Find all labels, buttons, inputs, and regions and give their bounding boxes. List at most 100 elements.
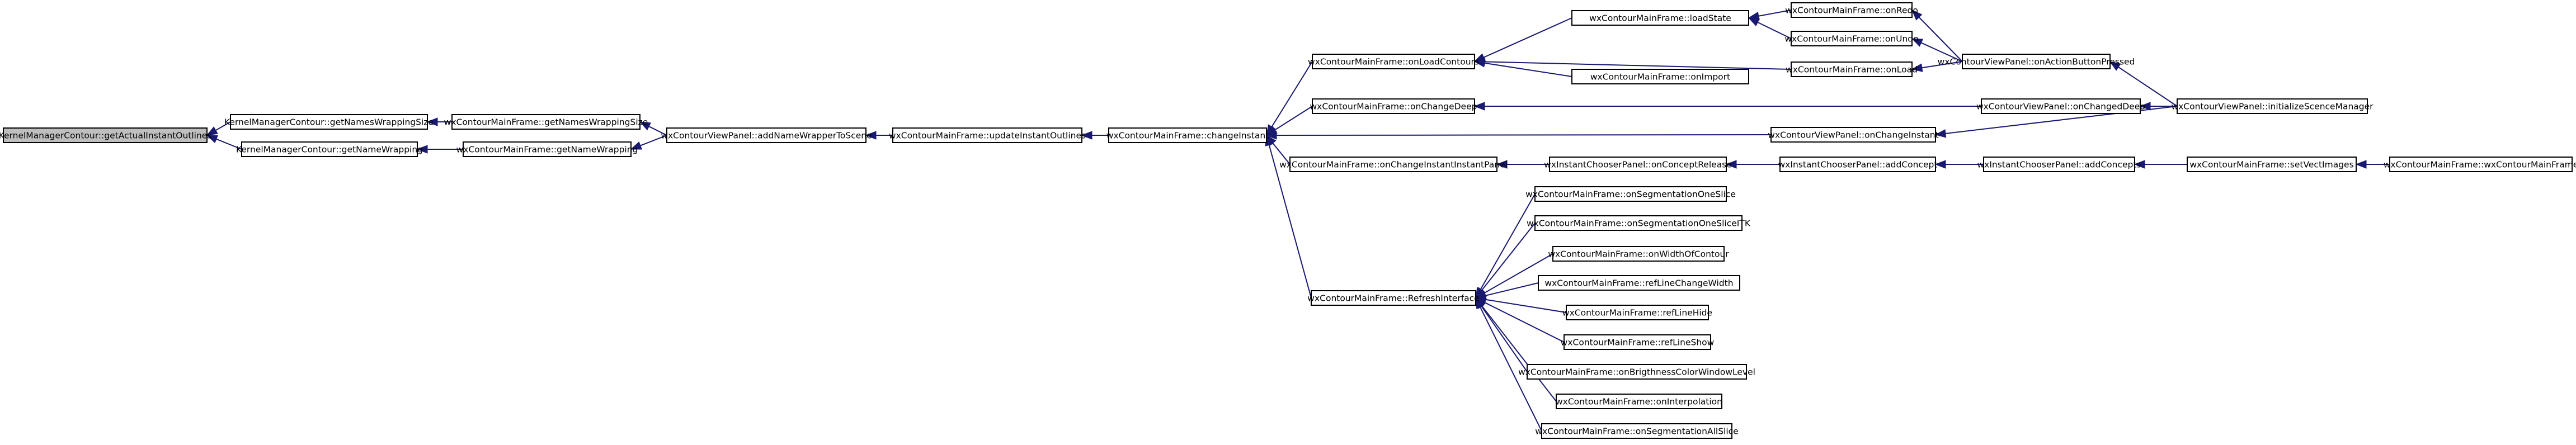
node-n1[interactable]: KernelManagerContour::getNamesWrappingSi… [224, 114, 434, 130]
node-label: wxContourMainFrame::onRedo [1785, 6, 1918, 16]
node-box[interactable] [3, 127, 208, 143]
edge-n31-to-n30 [2118, 67, 2178, 107]
node-n4[interactable]: wxContourMainFrame::getNameWrapping [456, 141, 638, 157]
node-n20[interactable]: wxContourMainFrame::refLineShow [1561, 334, 1715, 350]
node-box[interactable] [1791, 31, 1913, 46]
node-n19[interactable]: wxContourMainFrame::refLineHide [1562, 305, 1712, 320]
node-box[interactable] [2389, 157, 2573, 172]
node-n29[interactable]: wxInstantChooserPanel::addConcept [1778, 157, 1938, 172]
node-n32[interactable]: wxInstantChooserPanel::addConcepts [1977, 157, 2141, 172]
node-label: wxContourMainFrame::onChangeInstantInsta… [1279, 160, 1508, 170]
node-n0[interactable]: KernelManagerContour::getActualInstantOu… [0, 127, 211, 143]
edge-n5-to-n3 [648, 126, 667, 136]
node-box[interactable] [1312, 54, 1475, 69]
node-n2[interactable]: KernelManagerContour::getNameWrapping [236, 141, 423, 157]
node-n23[interactable]: wxContourMainFrame::onSegmentationAllSli… [1535, 423, 1739, 439]
node-box[interactable] [1566, 305, 1709, 320]
arrowhead-n27-to-n9 [1473, 102, 1485, 111]
edge-n18-to-n11 [1485, 282, 1539, 296]
node-n8[interactable]: wxContourMainFrame::onLoadContours [1308, 54, 1479, 69]
arrowhead-n4-to-n2 [416, 145, 428, 154]
node-n15[interactable]: wxContourMainFrame::onSegmentationOneSli… [1525, 186, 1736, 202]
node-n9[interactable]: wxContourMainFrame::onChangeDeep [1310, 98, 1477, 114]
node-box[interactable] [1312, 98, 1475, 114]
node-box[interactable] [2187, 157, 2357, 172]
arrowhead-n26-to-n8 [1473, 57, 1485, 67]
node-n7[interactable]: wxContourMainFrame::changeInstant [1106, 127, 1269, 143]
node-label: wxContourMainFrame::onSegmentationOneSli… [1527, 219, 1751, 229]
node-label: wxContourMainFrame::RefreshInterface [1307, 293, 1479, 304]
arrowhead-n5-to-n4 [630, 141, 643, 150]
node-n28[interactable]: wxContourViewPanel::onChangeInstant [1768, 127, 1939, 143]
node-n10[interactable]: wxContourMainFrame::onChangeInstantInsta… [1279, 157, 1508, 172]
node-n27[interactable]: wxContourViewPanel::onChangedDeep [1976, 98, 2145, 114]
node-box[interactable] [451, 114, 641, 130]
node-box[interactable] [1108, 127, 1267, 143]
node-n3[interactable]: wxContourMainFrame::getNamesWrappingSize [444, 114, 648, 130]
node-n5[interactable]: wxContourViewPanel::addNameWrapperToScen… [661, 127, 872, 143]
node-label: wxContourMainFrame::onWidthOfContour [1548, 249, 1729, 259]
node-n12[interactable]: wxContourMainFrame::loadState [1571, 10, 1749, 26]
node-box[interactable] [1571, 69, 1749, 84]
node-box[interactable] [241, 141, 418, 157]
node-box[interactable] [463, 141, 632, 157]
node-box[interactable] [1311, 290, 1476, 306]
arrowhead-n31-to-n30 [2109, 61, 2121, 71]
arrowhead-n33-to-n32 [2134, 160, 2145, 169]
node-n16[interactable]: wxContourMainFrame::onSegmentationOneSli… [1527, 215, 1751, 231]
node-label: wxContourMainFrame::getNameWrapping [456, 145, 638, 155]
node-label: wxContourViewPanel::initializeScenceMana… [2171, 102, 2374, 112]
node-box[interactable] [1289, 157, 1497, 172]
node-box[interactable] [1770, 127, 1936, 143]
node-n6[interactable]: wxContourMainFrame::updateInstantOutline… [889, 127, 1086, 143]
node-box[interactable] [1791, 61, 1913, 77]
node-box[interactable] [1541, 423, 1732, 439]
node-box[interactable] [1791, 2, 1913, 18]
node-box[interactable] [1534, 215, 1743, 231]
edge-n13-to-n8 [1484, 62, 1572, 77]
edge-n8-to-n7 [1271, 61, 1313, 127]
node-box[interactable] [1962, 54, 2111, 69]
node-label: wxContourMainFrame::getNamesWrappingSize [444, 117, 648, 127]
node-box[interactable] [1779, 157, 1936, 172]
arrowhead-n29-to-n14 [1725, 160, 1737, 169]
node-box[interactable] [1983, 157, 2135, 172]
node-n24[interactable]: wxContourMainFrame::onRedo [1785, 2, 1918, 18]
node-n14[interactable]: wxInstantChooserPanel::onConceptRelease [1544, 157, 1732, 172]
node-n34[interactable]: wxContourMainFrame::wxContourMainFrame [2384, 157, 2576, 172]
node-n17[interactable]: wxContourMainFrame::onWidthOfContour [1548, 246, 1729, 262]
arrowhead-n30-to-n24 [1911, 10, 1923, 21]
node-label: wxContourViewPanel::addNameWrapperToScen… [661, 131, 872, 141]
node-n26[interactable]: wxContourMainFrame::onLoad [1786, 61, 1918, 77]
node-n31[interactable]: wxContourViewPanel::initializeScenceMana… [2171, 98, 2374, 114]
node-box[interactable] [2177, 98, 2368, 114]
node-box[interactable] [1571, 10, 1749, 26]
node-label: wxContourMainFrame::refLineShow [1561, 338, 1715, 348]
node-box[interactable] [1981, 98, 2141, 114]
node-n25[interactable]: wxContourMainFrame::onUndo [1784, 31, 1919, 46]
node-box[interactable] [1552, 246, 1725, 262]
node-box[interactable] [1534, 186, 1727, 202]
node-n18[interactable]: wxContourMainFrame::refLineChangeWidth [1538, 275, 1740, 291]
node-n33[interactable]: wxContourMainFrame::setVectImages [2187, 157, 2357, 172]
edge-layer [206, 10, 2390, 432]
edge-n1-to-n0 [215, 121, 231, 131]
node-label: wxContourMainFrame::updateInstantOutline… [889, 131, 1086, 141]
node-box[interactable] [1564, 334, 1711, 350]
node-box[interactable] [892, 127, 1082, 143]
node-n30[interactable]: wxContourViewPanel::onActionButtonPresse… [1938, 54, 2135, 69]
node-box[interactable] [230, 114, 428, 130]
node-box[interactable] [1538, 275, 1740, 291]
node-box[interactable] [666, 127, 866, 143]
node-n22[interactable]: wxContourMainFrame::onInterpolation [1556, 394, 1722, 409]
node-box[interactable] [1549, 157, 1727, 172]
node-n11[interactable]: wxContourMainFrame::RefreshInterface [1307, 290, 1480, 306]
node-label: wxContourMainFrame::onLoadContours [1308, 57, 1479, 67]
node-n13[interactable]: wxContourMainFrame::onImport [1571, 69, 1749, 84]
node-box[interactable] [1556, 394, 1722, 409]
node-box[interactable] [1527, 364, 1747, 380]
arrowhead-n1-to-n0 [206, 126, 218, 136]
node-n21[interactable]: wxContourMainFrame::onBrigthnessColorWin… [1518, 364, 1755, 380]
